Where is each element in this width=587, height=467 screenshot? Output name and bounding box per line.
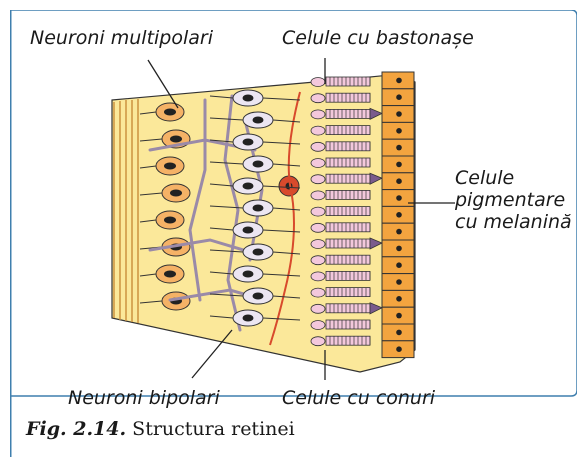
rod-inner-segment xyxy=(326,207,370,216)
rod-nucleus-body xyxy=(311,191,325,200)
melanin-granule xyxy=(396,78,402,84)
label-pigment-cells: Celule pigmentare cu melanină xyxy=(455,168,572,234)
rod-nucleus-body xyxy=(311,94,325,103)
melanin-granule xyxy=(396,128,402,134)
bipolar-nucleus xyxy=(253,161,264,168)
rod-inner-segment xyxy=(326,190,370,199)
cone-nucleus-body xyxy=(311,240,325,249)
rod-nucleus-body xyxy=(311,159,325,168)
cone-nucleus-body xyxy=(311,110,325,119)
bipolar-nucleus xyxy=(243,95,254,102)
melanin-granule xyxy=(396,313,402,319)
label-pigment-line-3: cu melanină xyxy=(455,212,572,234)
rod-nucleus-body xyxy=(311,126,325,135)
melanin-granule xyxy=(396,145,402,151)
rod-nucleus-body xyxy=(311,142,325,151)
figure-number: Fig. 2.14. xyxy=(26,418,126,440)
cone-inner-segment xyxy=(326,304,370,313)
cone-inner-segment xyxy=(326,174,370,183)
melanin-granule xyxy=(396,246,402,252)
pigment-cells-layer xyxy=(382,72,414,358)
label-cone-cells: Celule cu conuri xyxy=(282,388,435,410)
bipolar-nucleus xyxy=(243,271,254,278)
melanin-granule xyxy=(396,296,402,302)
cone-inner-segment xyxy=(326,239,370,248)
rod-inner-segment xyxy=(326,142,370,151)
bipolar-nucleus xyxy=(253,293,264,300)
melanin-granule xyxy=(396,330,402,336)
melanin-granule xyxy=(396,195,402,201)
bipolar-nucleus xyxy=(243,227,254,234)
rod-inner-segment xyxy=(326,93,370,102)
bipolar-nucleus xyxy=(243,315,254,322)
rod-inner-segment xyxy=(326,126,370,135)
neuron-nucleus xyxy=(170,136,182,143)
bipolar-nucleus xyxy=(243,139,254,146)
rod-nucleus-body xyxy=(311,223,325,232)
neuron-nucleus xyxy=(164,109,176,116)
melanin-granule xyxy=(396,178,402,184)
bipolar-nucleus xyxy=(253,205,264,212)
label-pigment-line-2: pigmentare xyxy=(455,190,572,212)
cone-nucleus-body xyxy=(311,304,325,313)
rod-nucleus-body xyxy=(311,337,325,346)
label-pigment-line-1: Celule xyxy=(455,168,572,190)
rod-nucleus-body xyxy=(311,256,325,265)
bipolar-nucleus xyxy=(243,183,254,190)
rod-inner-segment xyxy=(326,158,370,167)
melanin-granule xyxy=(396,162,402,168)
melanin-granule xyxy=(396,229,402,235)
rod-inner-segment xyxy=(326,320,370,329)
cone-inner-segment xyxy=(326,109,370,118)
melanin-granule xyxy=(396,279,402,285)
rod-inner-segment xyxy=(326,336,370,345)
label-multipolar-neurons: Neuroni multipolari xyxy=(30,28,213,50)
rod-inner-segment xyxy=(326,271,370,280)
melanin-granule xyxy=(396,212,402,218)
label-rod-cells: Celule cu bastonașe xyxy=(282,28,474,50)
neuron-nucleus xyxy=(164,217,176,224)
rod-nucleus-body xyxy=(311,272,325,281)
figure-caption: Fig. 2.14. Structura retinei xyxy=(26,418,295,440)
melanin-granule xyxy=(396,111,402,117)
melanin-granule xyxy=(396,262,402,268)
rod-inner-segment xyxy=(326,77,370,86)
rod-inner-segment xyxy=(326,288,370,297)
rod-nucleus-body xyxy=(311,78,325,87)
cone-nucleus-body xyxy=(311,175,325,184)
neuron-nucleus xyxy=(164,271,176,278)
rod-inner-segment xyxy=(326,223,370,232)
neuron-nucleus xyxy=(170,190,182,197)
rod-inner-segment xyxy=(326,255,370,264)
rod-nucleus-body xyxy=(311,321,325,330)
melanin-granule xyxy=(396,346,402,352)
rod-nucleus-body xyxy=(311,288,325,297)
rod-nucleus-body xyxy=(311,207,325,216)
neuron-nucleus xyxy=(164,163,176,170)
melanin-granule xyxy=(396,94,402,100)
label-bipolar-neurons: Neuroni bipolari xyxy=(68,388,220,410)
bipolar-nucleus xyxy=(253,117,264,124)
bipolar-nucleus xyxy=(253,249,264,256)
figure-title: Structura retinei xyxy=(132,418,295,440)
